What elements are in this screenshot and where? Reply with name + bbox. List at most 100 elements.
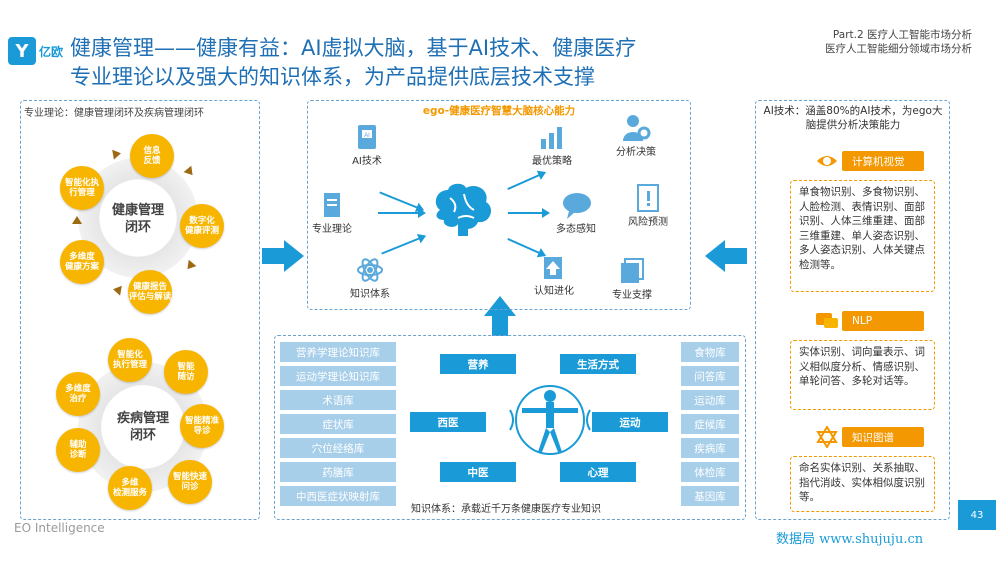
tag-nlp: NLP bbox=[842, 311, 924, 331]
kb-right-item: 基因库 bbox=[681, 486, 739, 506]
input-ai-tech-label: AI技术 bbox=[352, 156, 382, 167]
star-of-david-icon bbox=[814, 426, 840, 448]
title-line-1: 健康管理——健康有益：AI虚拟大脑，基于AI技术、健康医疗 bbox=[70, 36, 637, 60]
health-node-digital-eval: 数字化 健康评测 bbox=[180, 204, 224, 248]
upload-doc-icon bbox=[539, 252, 569, 282]
output-optimal-strategy: 最优策略 bbox=[532, 122, 572, 167]
flow-arrow-icon bbox=[508, 208, 550, 218]
flow-arrow-icon bbox=[378, 208, 426, 218]
chart-icon bbox=[537, 122, 567, 152]
health-loop-label: 健康管理 闭环 bbox=[98, 202, 178, 236]
output-optimal-strategy-label: 最优策略 bbox=[532, 156, 572, 167]
kb-left-item: 穴位经络库 bbox=[280, 438, 396, 458]
page-title: 健康管理——健康有益：AI虚拟大脑，基于AI技术、健康医疗 专业理论以及强大的知… bbox=[70, 34, 770, 92]
kb-right-item: 运动库 bbox=[681, 390, 739, 410]
kb-left-item: 症状库 bbox=[280, 414, 396, 434]
health-node-execution: 智能化执 行管理 bbox=[60, 166, 104, 210]
kb-right-item: 疾病库 bbox=[681, 438, 739, 458]
tag-knowledge-graph: 知识图谱 bbox=[842, 427, 924, 447]
nlp-details: 实体识别、词向量表示、词义相似度分析、情感识别、单轮问答、多轮对话等。 bbox=[790, 340, 935, 410]
ai-chip-icon: AI bbox=[352, 122, 382, 152]
health-node-plan: 多维度 健康方案 bbox=[60, 240, 104, 284]
kb-pill-nutrition: 营养 bbox=[440, 354, 516, 374]
input-knowledge: 知识体系 bbox=[350, 255, 390, 300]
kb-right-item: 体检库 bbox=[681, 462, 739, 482]
professional-theory-panel bbox=[20, 100, 260, 520]
atom-icon bbox=[355, 255, 385, 285]
output-analysis: 分析决策 bbox=[616, 113, 656, 158]
disease-loop-label-2: 闭环 bbox=[129, 428, 156, 443]
section-label: Part.2 医疗人工智能市场分析 医疗人工智能细分领域市场分析 bbox=[825, 28, 972, 56]
output-analysis-label: 分析决策 bbox=[616, 147, 656, 158]
health-loop-label-2: 闭环 bbox=[124, 220, 151, 235]
input-knowledge-label: 知识体系 bbox=[350, 289, 390, 300]
output-support: 专业支撑 bbox=[612, 256, 652, 301]
kb-left-item: 中西医症状映射库 bbox=[280, 486, 396, 506]
computer-vision-details: 单食物识别、多食物识别、人脸检测、表情识别、面部识别、人体三维重建、面部三维重建… bbox=[790, 180, 935, 292]
output-risk-label: 风险预测 bbox=[628, 217, 668, 228]
output-cognitive: 认知进化 bbox=[534, 252, 574, 297]
logo-text: 亿欧 bbox=[39, 44, 64, 59]
kb-left-item: 营养学理论知识库 bbox=[280, 342, 396, 362]
output-cognitive-label: 认知进化 bbox=[534, 286, 574, 297]
kb-right-item: 症候库 bbox=[681, 414, 739, 434]
output-risk: 风险预测 bbox=[628, 183, 668, 228]
kb-pill-lifestyle: 生活方式 bbox=[560, 354, 636, 374]
output-support-label: 专业支撑 bbox=[612, 290, 652, 301]
footer-brand: EO Intelligence bbox=[14, 521, 105, 535]
alert-document-icon bbox=[633, 183, 663, 213]
page-number: 43 bbox=[958, 500, 996, 530]
ai-tech-caption: AI技术：涵盖80%的AI技术，为ego大脑提供分析决策能力 bbox=[763, 105, 943, 131]
disease-node-treatment: 多维度 治疗 bbox=[56, 372, 100, 416]
health-node-report: 健康报告 评估与解读 bbox=[128, 270, 172, 314]
loop-arrow-icon bbox=[72, 216, 82, 224]
input-ai-tech: AI AI技术 bbox=[352, 122, 382, 167]
arrow-up-icon bbox=[484, 296, 516, 336]
professional-theory-caption: 专业理论：健康管理闭环及疾病管理闭环 bbox=[24, 108, 204, 119]
tag-computer-vision: 计算机视觉 bbox=[842, 151, 924, 171]
stack-icon bbox=[617, 256, 647, 286]
disease-node-followup: 智能 随访 bbox=[164, 350, 208, 394]
knowledge-graph-details: 命名实体识别、关系抽取、指代消歧、实体相似度识别等。 bbox=[790, 456, 935, 512]
kb-left-item: 运动学理论知识库 bbox=[280, 366, 396, 386]
watermark: 数据局 www.shujuju.cn bbox=[776, 532, 924, 547]
part-line-2: 医疗人工智能细分领域市场分析 bbox=[825, 43, 972, 55]
health-loop-label-1: 健康管理 bbox=[111, 203, 164, 218]
knowledge-system-panel bbox=[274, 335, 746, 520]
brain-icon bbox=[428, 180, 498, 242]
kb-right-item: 问答库 bbox=[681, 366, 739, 386]
kb-pill-western-medicine: 西医 bbox=[410, 412, 486, 432]
output-multimodal-label: 多态感知 bbox=[556, 224, 596, 235]
title-line-2: 专业理论以及强大的知识体系，为产品提供底层技术支撑 bbox=[70, 65, 595, 89]
core-capability-panel bbox=[307, 100, 691, 310]
disease-node-triage: 智能精准 导诊 bbox=[180, 404, 224, 448]
kb-right-item: 食物库 bbox=[681, 342, 739, 362]
svg-text:AI: AI bbox=[364, 133, 370, 139]
kb-pill-psychology: 心理 bbox=[560, 462, 636, 482]
eye-icon bbox=[814, 150, 840, 172]
core-capability-title: ego-健康医疗智慧大脑核心能力 bbox=[422, 105, 576, 117]
kb-pill-exercise: 运动 bbox=[592, 412, 668, 432]
arrow-left-icon bbox=[705, 240, 747, 272]
chat-icon bbox=[814, 310, 840, 332]
arrow-right-icon bbox=[262, 240, 304, 272]
logo-mark: Y bbox=[8, 37, 36, 65]
speech-bubble-icon bbox=[561, 190, 591, 220]
disease-loop-label-1: 疾病管理 bbox=[116, 411, 169, 426]
kb-left-item: 药膳库 bbox=[280, 462, 396, 482]
vitruvian-man-icon bbox=[502, 380, 598, 464]
disease-node-diagnosis: 辅助 诊断 bbox=[56, 428, 100, 472]
kb-pill-tcm: 中医 bbox=[440, 462, 516, 482]
disease-node-execution: 智能化 执行管理 bbox=[108, 338, 152, 382]
output-multimodal: 多态感知 bbox=[556, 190, 596, 235]
loop-arrow-icon bbox=[112, 284, 122, 296]
loop-arrow-icon bbox=[112, 148, 122, 160]
knowledge-system-caption: 知识体系：承载近千万条健康医疗专业知识 bbox=[411, 504, 601, 515]
user-gear-icon bbox=[621, 113, 651, 143]
input-theory-label: 专业理论 bbox=[312, 224, 352, 235]
part-line-1: Part.2 医疗人工智能市场分析 bbox=[832, 29, 972, 41]
disease-node-testing: 多维 检测服务 bbox=[108, 466, 152, 510]
input-theory: 专业理论 bbox=[312, 190, 352, 235]
disease-node-consult: 智能快速 问诊 bbox=[168, 460, 212, 504]
health-node-feedback: 信息 反馈 bbox=[130, 134, 174, 178]
